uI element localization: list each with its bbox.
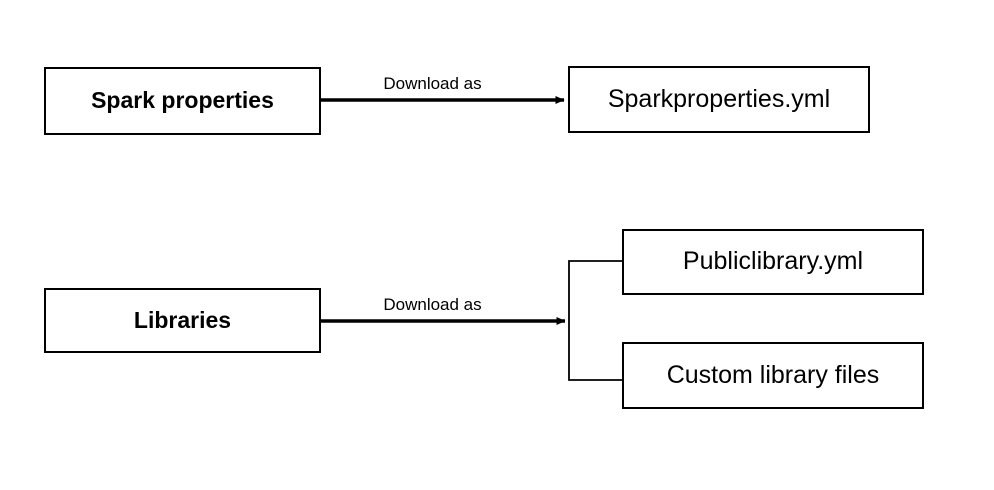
- edge-label-libraries-download: Download as: [383, 295, 482, 314]
- node-label-sparkproperties-yml: Sparkproperties.yml: [607, 84, 831, 113]
- node-label-libraries: Libraries: [133, 306, 232, 333]
- branch-bracket: [568, 260, 622, 381]
- node-custom-library-files[interactable]: Custom library files: [622, 342, 924, 409]
- node-label-publiclibrary-yml: Publiclibrary.yml: [682, 247, 864, 276]
- edge-label-spark-download: Download as: [383, 74, 482, 93]
- node-spark-properties[interactable]: Spark properties: [44, 67, 321, 135]
- node-label-spark-properties: Spark properties: [91, 87, 274, 114]
- node-label-custom-library-files: Custom library files: [666, 360, 880, 389]
- node-sparkproperties-yml[interactable]: Sparkproperties.yml: [568, 66, 870, 133]
- node-publiclibrary-yml[interactable]: Publiclibrary.yml: [622, 229, 924, 295]
- node-libraries[interactable]: Libraries: [44, 288, 321, 353]
